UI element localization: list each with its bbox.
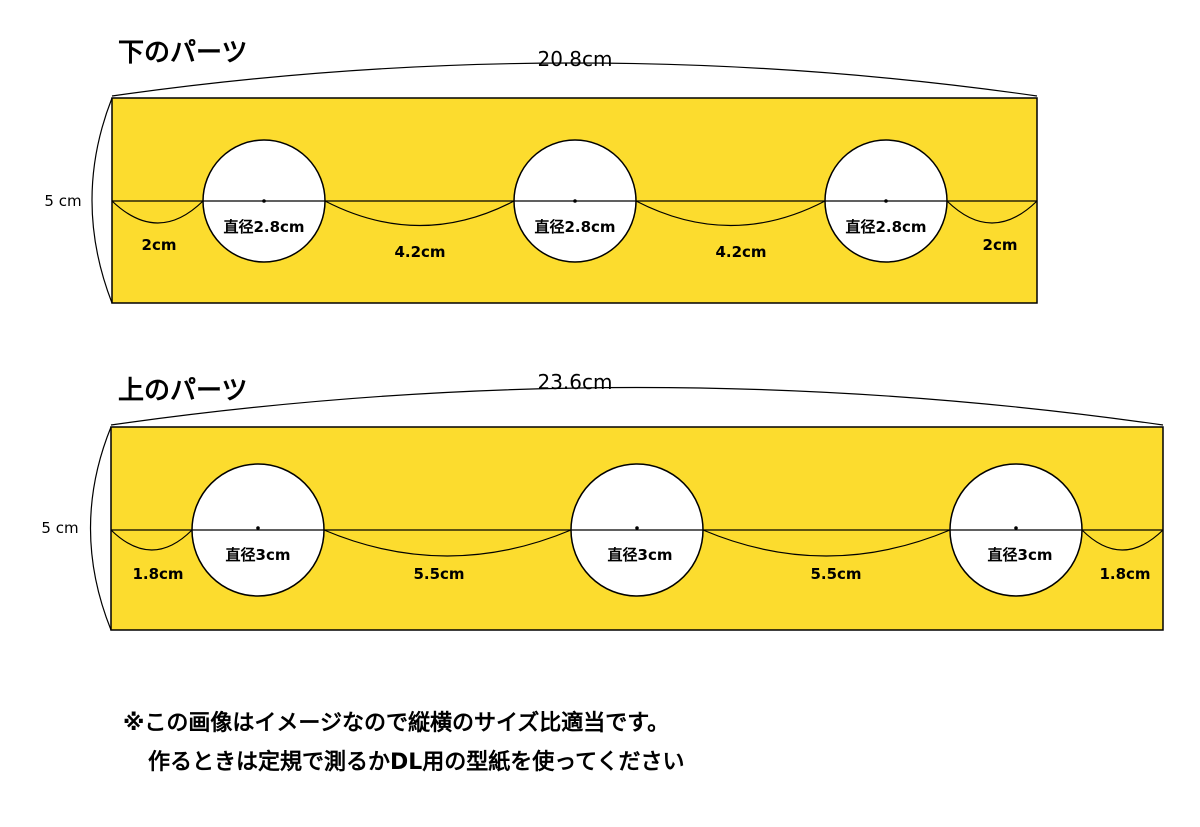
hole-label: 直径3cm (608, 546, 673, 564)
length-arc (110, 386, 1164, 426)
hole-label: 直径2.8cm (845, 218, 926, 236)
part-title: 上のパーツ (118, 376, 247, 406)
hole-label: 直径3cm (988, 546, 1053, 564)
center-dot (573, 199, 577, 203)
gap-label: 2cm (142, 236, 177, 254)
hole-label: 直径2.8cm (534, 218, 615, 236)
hole-label: 直径3cm (226, 546, 291, 564)
center-dot (635, 526, 639, 530)
gap-label: 1.8cm (1099, 565, 1150, 583)
gap-arc (635, 200, 826, 226)
length-label: 20.8cm (537, 47, 612, 71)
gap-arc (946, 200, 1038, 224)
gap-label: 1.8cm (132, 565, 183, 583)
gap-label: 5.5cm (413, 565, 464, 583)
part-lower: 下のパーツ 20.8cm 5 cm 直径2.8cm 直径2.8cm 直径2.8c… (44, 38, 1038, 304)
note-line-2: 作るときは定規で測るかDL用の型紙を使ってください (148, 749, 685, 775)
part-title: 下のパーツ (118, 38, 247, 68)
gap-arc (1081, 529, 1164, 551)
length-arc (111, 62, 1038, 97)
gap-label: 5.5cm (810, 565, 861, 583)
gap-arc (111, 200, 204, 224)
part-upper: 上のパーツ 23.6cm 5 cm 直径3cm 直径3cm 直径3cm 1.8c… (41, 370, 1164, 631)
height-label: 5 cm (44, 192, 81, 210)
gap-arc (323, 529, 572, 557)
gap-arc (702, 529, 951, 557)
height-arc (89, 426, 112, 631)
note-line-1: ※この画像はイメージなので縦横のサイズ比適当です。 (123, 710, 669, 736)
length-label: 23.6cm (537, 370, 612, 394)
hole-label: 直径2.8cm (223, 218, 304, 236)
height-label: 5 cm (41, 519, 78, 537)
center-dot (884, 199, 888, 203)
note: ※この画像はイメージなので縦横のサイズ比適当です。 作るときは定規で測るかDL用… (123, 710, 685, 775)
gap-label: 4.2cm (394, 243, 445, 261)
center-dot (1014, 526, 1018, 530)
center-dot (262, 199, 266, 203)
center-dot (256, 526, 260, 530)
gap-arc (110, 529, 193, 551)
gap-label: 2cm (983, 236, 1018, 254)
height-arc (91, 97, 113, 304)
gap-arc (324, 200, 515, 226)
gap-label: 4.2cm (715, 243, 766, 261)
